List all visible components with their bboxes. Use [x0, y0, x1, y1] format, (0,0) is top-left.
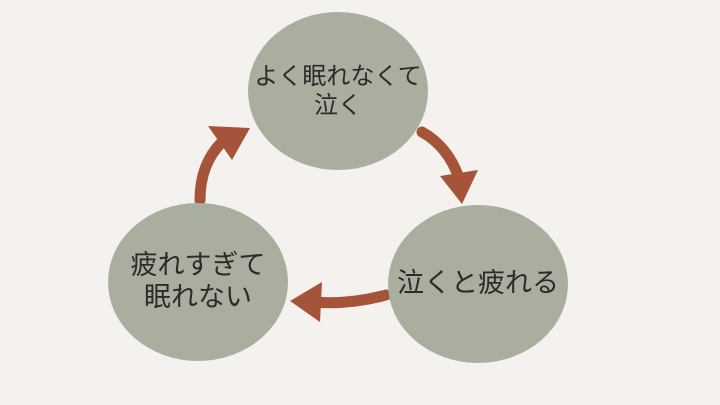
- arrow-head: [208, 126, 250, 160]
- node-sleepless-crying: よく眠れなくて 泣く: [248, 12, 428, 170]
- arrow-left-to-top: [194, 126, 250, 206]
- node-crying-tired: 泣くと疲れる: [388, 205, 568, 363]
- arrow-top-to-right: [416, 126, 478, 204]
- arrow-shaft: [194, 136, 228, 206]
- arrow-right-to-left: [290, 282, 392, 322]
- arrow-shaft: [416, 126, 465, 184]
- node-label-line: 泣くと疲れる: [397, 267, 559, 299]
- node-too-tired-to-sleep: 疲れすぎて 眠れない: [108, 203, 288, 361]
- arrow-head: [290, 282, 322, 322]
- node-label-line: 眠れない: [144, 282, 252, 313]
- node-label-line: 泣く: [314, 91, 362, 119]
- arrow-head: [440, 170, 478, 204]
- node-label-line: よく眠れなくて: [254, 62, 422, 91]
- node-label-line: 疲れすぎて: [130, 249, 266, 281]
